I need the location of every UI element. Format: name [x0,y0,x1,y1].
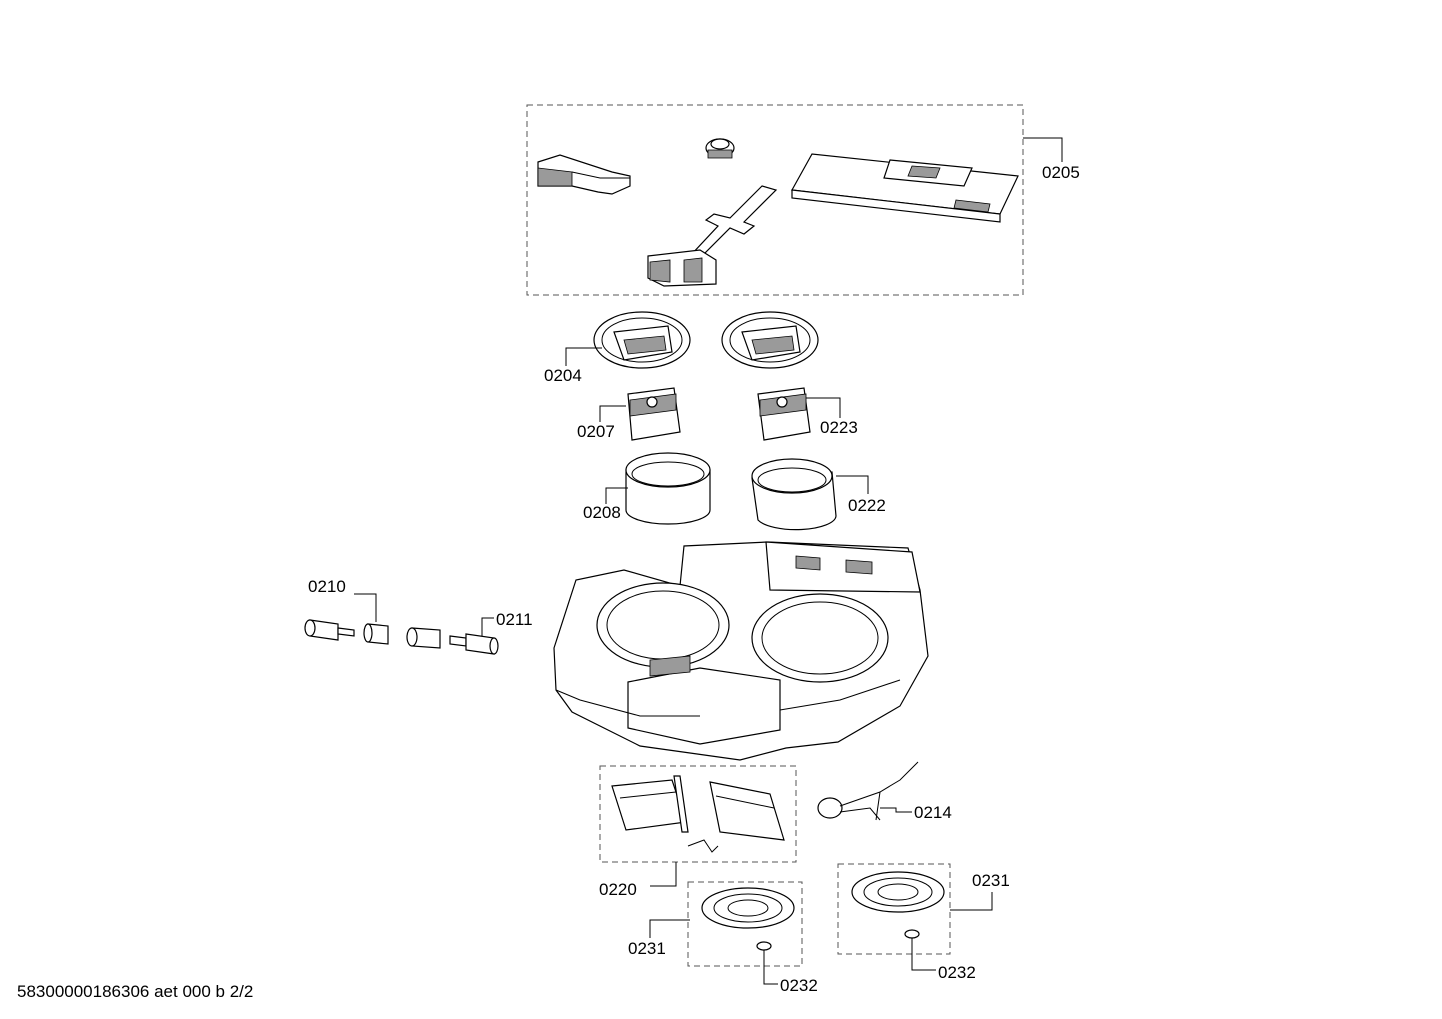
label-0231-right: 0231 [972,871,1010,890]
clip-left-0207 [627,387,681,441]
label-0211: 0211 [496,610,533,629]
clip-right-0223 [757,387,811,441]
lever-part [647,185,778,287]
holder-right [721,311,819,369]
leader-0204 [565,347,602,366]
label-0210: 0210 [308,577,346,596]
knob-part [705,138,735,159]
rail-plate-part [791,153,1019,223]
part-group-0220 [599,765,797,863]
ring-left-0208 [625,452,711,525]
holder-left [593,311,691,369]
dashed-group-box-0220 [599,765,797,863]
leader-0211 [481,617,494,636]
leader-0231-left [649,919,690,938]
label-0208: 0208 [583,503,621,522]
pin-assembly [304,619,499,655]
leader-0214 [880,807,912,813]
main-housing [553,541,929,761]
leader-0231-right [950,892,993,911]
leader-0220 [650,862,677,887]
leader-0210 [354,593,377,622]
dashed-group-box-plate-right [837,863,951,955]
label-0231-left: 0231 [628,939,666,958]
part-group-0205: 0205 [526,104,1080,296]
label-0207: 0207 [577,422,615,441]
plate-group-left [687,881,803,967]
leader-0207 [599,405,626,422]
dashed-group-box-0205 [526,104,1024,296]
leader-0208 [605,487,628,504]
leader-0232-right [911,938,936,971]
document-id-footer: 58300000186306 aet 000 b 2/2 [17,982,253,1001]
plate-group-right [837,863,951,955]
label-0232-left: 0232 [780,976,818,995]
sensor-0214 [817,761,919,821]
label-0232-right: 0232 [938,963,976,982]
label-0204: 0204 [544,366,582,385]
dashed-group-box-plate-left [687,881,803,967]
leader-0223 [806,397,841,418]
leader-0222 [836,475,869,494]
label-0222: 0222 [848,496,886,515]
label-0223: 0223 [820,418,858,437]
leader-0232-left [763,950,778,985]
label-0205: 0205 [1042,163,1080,182]
bracket-part [537,154,631,195]
label-0220: 0220 [599,880,637,899]
label-0214: 0214 [914,803,952,822]
leader-0205 [1023,137,1063,162]
ring-right-0222 [751,458,837,531]
